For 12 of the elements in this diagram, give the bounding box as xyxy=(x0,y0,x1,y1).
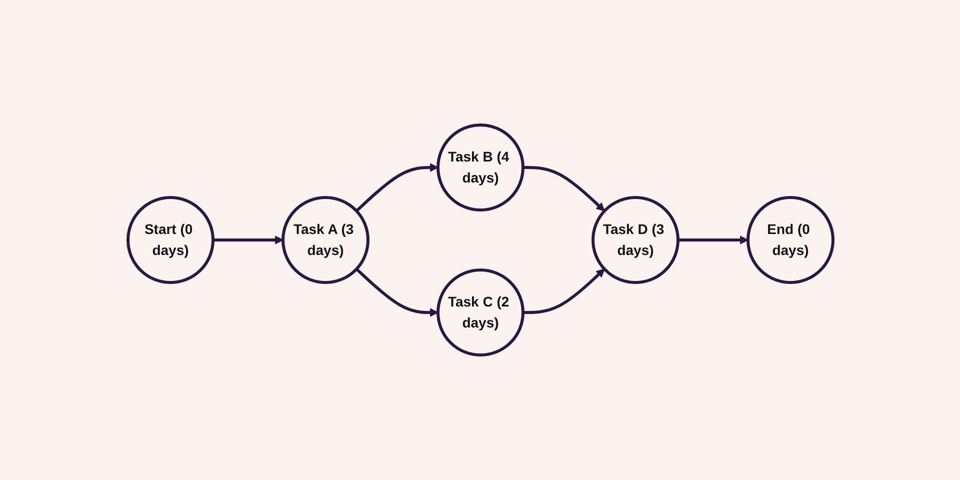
arrow xyxy=(678,236,748,244)
node-circle: Task D (3 days) xyxy=(591,196,679,284)
node-circle: Start (0 days) xyxy=(126,196,214,284)
node-circle: Task C (2 days) xyxy=(436,268,524,356)
arrow xyxy=(355,163,438,212)
node-circle: End (0 days) xyxy=(746,196,834,284)
arrow xyxy=(522,166,604,212)
arrow xyxy=(212,236,283,244)
node-circle: Task A (3 days) xyxy=(281,196,369,284)
node-circle: Task B (4 days) xyxy=(436,124,524,212)
arrow xyxy=(355,268,438,317)
arrow xyxy=(522,268,604,314)
